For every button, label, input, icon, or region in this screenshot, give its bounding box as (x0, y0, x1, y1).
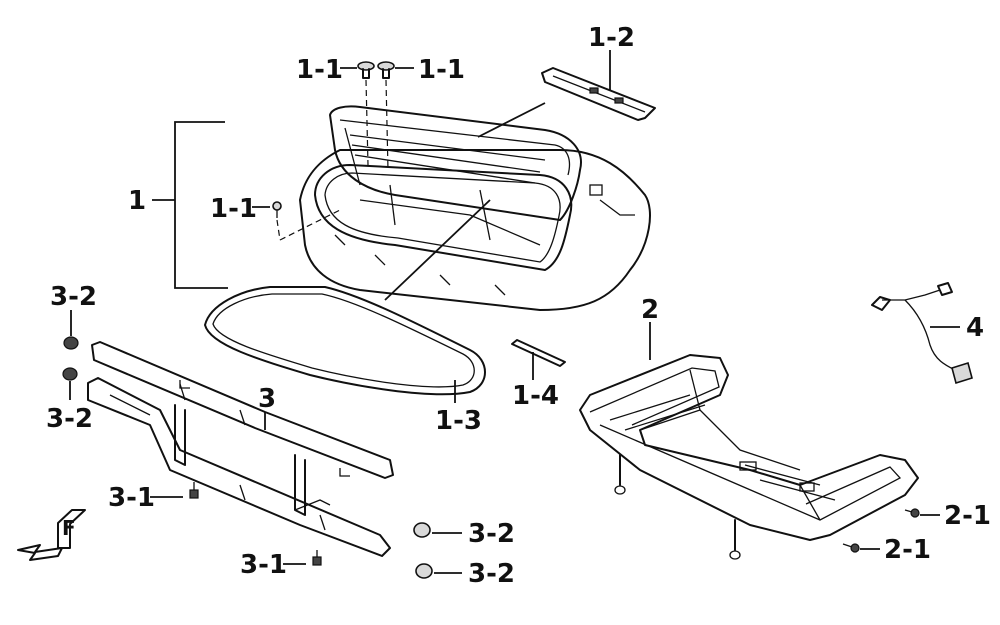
label-3-1-upper: 3-1 (108, 483, 155, 513)
bracket-part-1 (152, 121, 228, 289)
latch-part-1-2 (477, 50, 656, 138)
screw-1-1-left (340, 61, 375, 166)
cap-3-2-right-upper (413, 522, 462, 538)
label-3-1-lower: 3-1 (240, 550, 287, 580)
cap-3-2-right-lower (415, 563, 462, 579)
label-3-2-right-lower: 3-2 (468, 559, 515, 589)
label-3: 3 (258, 384, 276, 414)
label-2-1-lower: 2-1 (884, 535, 931, 565)
screw-1-1-side (252, 201, 341, 241)
bolt-3-1-lower (283, 550, 322, 566)
strip-part-1-4 (511, 339, 566, 380)
label-1-2: 1-2 (588, 23, 635, 53)
label-2-1-upper: 2-1 (944, 501, 991, 531)
bolt-3-1-upper (150, 482, 199, 499)
bumper-bar (87, 341, 394, 557)
label-1-1-top-left: 1-1 (296, 55, 343, 85)
cap-3-2-top (63, 310, 79, 350)
bolt-2-1-upper (904, 508, 940, 518)
storage-box (299, 105, 651, 311)
screw-1-1-right (377, 61, 414, 171)
label-1-1-side: 1-1 (210, 194, 257, 224)
label-3-2-right-upper: 3-2 (468, 519, 515, 549)
wiring-harness (871, 282, 973, 385)
label-3-2-mid: 3-2 (46, 404, 93, 434)
label-3-2-top: 3-2 (50, 282, 97, 312)
label-4: 4 (966, 313, 984, 343)
direction-mark: F (62, 516, 76, 540)
label-1-4: 1-4 (512, 381, 559, 411)
front-direction-icon: F (17, 509, 86, 561)
label-1: 1 (128, 186, 146, 216)
label-1-1-top-right: 1-1 (418, 55, 465, 85)
leader-1-3-box (384, 199, 491, 301)
rear-rack (579, 322, 919, 560)
label-1-3: 1-3 (435, 406, 482, 436)
label-2: 2 (641, 295, 659, 325)
seal-part-1-3 (204, 286, 486, 403)
bolt-2-1-lower (842, 543, 880, 553)
cap-3-2-mid (62, 367, 78, 400)
